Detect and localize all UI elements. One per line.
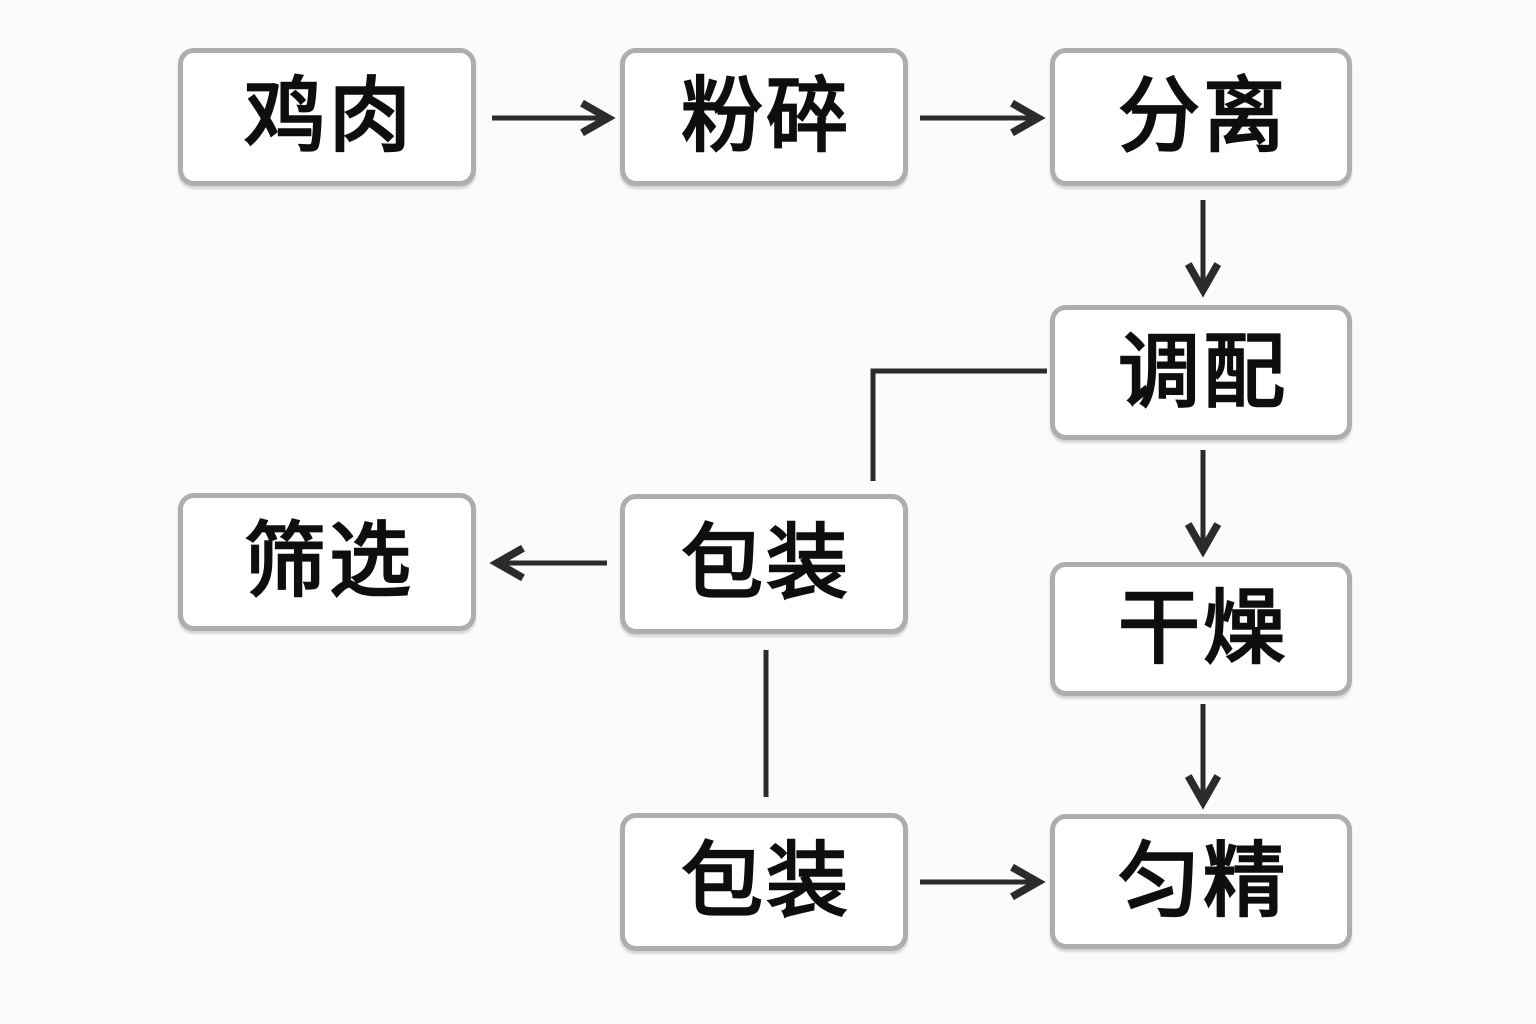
node-blend-label: 调配	[1117, 326, 1288, 418]
node-crush: 粉碎	[620, 48, 908, 186]
node-blend: 调配	[1050, 305, 1352, 440]
node-crush-label: 粉碎	[680, 71, 851, 162]
node-package-bottom-label: 包装	[680, 836, 851, 927]
node-dry: 干燥	[1050, 562, 1352, 696]
elbow-line-blend-to-package	[870, 368, 1047, 481]
node-essence: 匀精	[1050, 814, 1352, 949]
node-screen-label: 筛选	[243, 516, 414, 607]
node-separate-label: 分离	[1117, 71, 1288, 162]
node-chicken: 鸡肉	[178, 48, 476, 186]
node-package-mid-label: 包装	[680, 518, 851, 609]
node-screen: 筛选	[178, 493, 476, 631]
node-essence-label: 匀精	[1117, 835, 1288, 927]
node-package-bottom: 包装	[620, 813, 908, 951]
node-separate: 分离	[1050, 48, 1352, 186]
node-dry-label: 干燥	[1117, 583, 1288, 674]
node-chicken-label: 鸡肉	[243, 71, 414, 162]
node-package-mid: 包装	[620, 494, 908, 634]
